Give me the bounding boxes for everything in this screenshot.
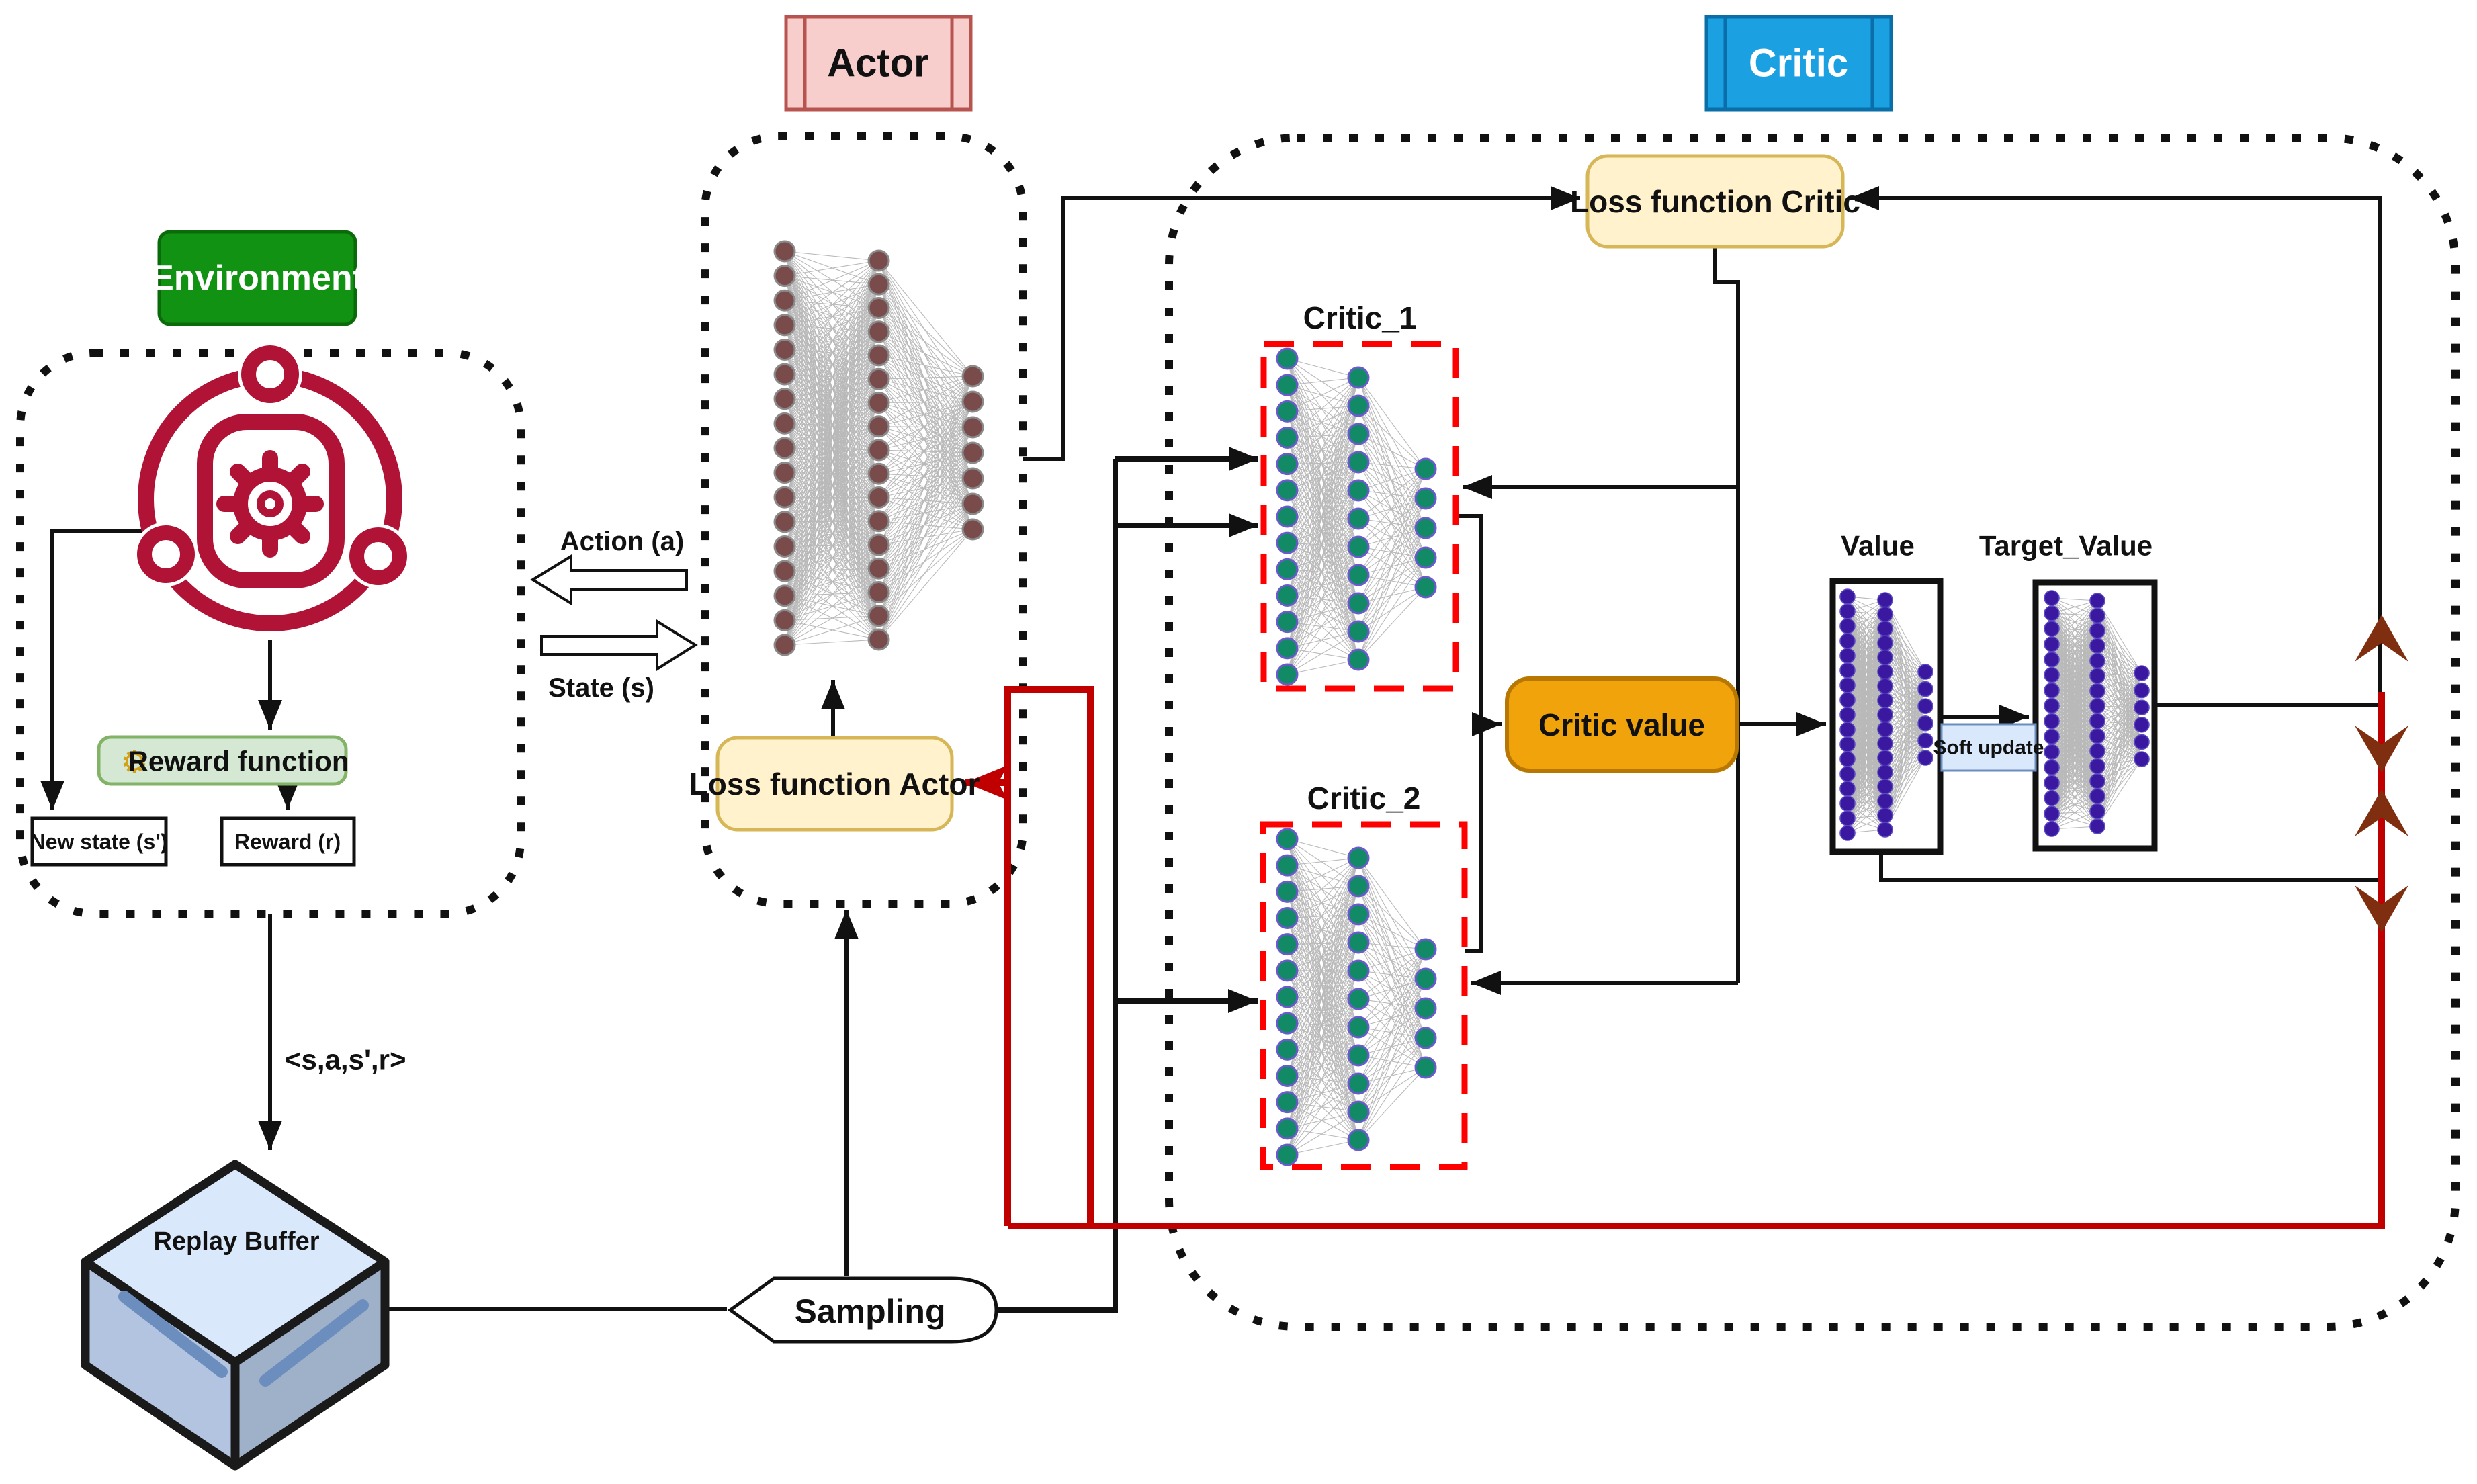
reward-function-box: ⚙ Reward function	[97, 735, 349, 786]
critic2-network	[1276, 828, 1437, 1166]
critic-value-box: Critic value	[1505, 676, 1739, 773]
replay-cube-slash-right	[259, 1299, 369, 1387]
critic-title: Critic	[1749, 42, 1848, 85]
replay-buffer-label: Replay Buffer	[153, 1227, 319, 1256]
environment-gear-orbit-icon	[134, 342, 410, 631]
loss-function-critic-box: Loss function Critic	[1570, 154, 1860, 249]
brown-arrow-down-1	[2355, 726, 2408, 773]
state-label: State (s)	[548, 673, 654, 703]
state-arrow	[540, 619, 698, 672]
target-value-network	[2044, 590, 2150, 837]
environment-title: Environment	[150, 259, 364, 298]
critic1-frame	[1260, 341, 1459, 692]
critic1-network	[1276, 347, 1437, 686]
value-label: Value	[1841, 530, 1915, 562]
line-sampling-to-critics	[996, 459, 1118, 1313]
replay-cube-slash-left	[118, 1291, 228, 1378]
line-critic-outputs	[1456, 514, 1483, 953]
red-feedback-bottom	[1008, 692, 2385, 1229]
critic-value-label: Critic value	[1538, 707, 1705, 742]
actor-header: Actor	[784, 15, 973, 112]
soft-update-label: Soft update	[1933, 737, 2044, 759]
reward-box: Reward (r)	[220, 816, 356, 867]
connectors-black	[40, 186, 2382, 1313]
reward-label: Reward (r)	[234, 830, 341, 854]
arrow-target-to-loss-critic	[1850, 186, 2382, 707]
brown-arrow-up-2	[2355, 789, 2408, 836]
action-label: Action (a)	[560, 527, 684, 556]
sampling-shape: Sampling	[727, 1276, 998, 1344]
critic1-label: Critic_1	[1303, 300, 1417, 335]
critic2-frame	[1260, 821, 1468, 1170]
sampling-label: Sampling	[794, 1293, 945, 1330]
actor-network	[773, 240, 984, 656]
action-arrow	[530, 554, 688, 606]
new-state-box: New state (s')	[30, 816, 168, 867]
reward-gear-icon: ⚙	[120, 744, 148, 779]
brown-arrow-up-1	[2355, 615, 2408, 662]
critic-container	[1165, 134, 2460, 1331]
actor-container	[701, 132, 1027, 908]
action-state-signals: Action (a) State (s)	[530, 527, 698, 703]
reward-function-label: Reward function	[128, 746, 349, 777]
replay-buffer: Replay Buffer	[81, 1160, 390, 1471]
loss-function-actor-box: Loss function Actor	[689, 736, 980, 832]
new-state-label: New state (s')	[30, 830, 168, 854]
critic-header: Critic	[1704, 15, 1893, 112]
transition-label: <s,a,s',r>	[285, 1044, 406, 1076]
line-loss-critic-down	[1713, 247, 1740, 983]
actor-title: Actor	[827, 42, 928, 85]
arrow-icon-to-new-state	[40, 529, 142, 810]
loss-function-critic-label: Loss function Critic	[1570, 184, 1860, 219]
gear-icon	[216, 450, 324, 558]
brown-arrow-down-2	[2355, 885, 2408, 932]
line-value-bottom-to-rail	[1879, 852, 2380, 882]
target-value-label: Target_Value	[1979, 530, 2153, 562]
loss-function-actor-label: Loss function Actor	[689, 767, 980, 801]
arrow-actor-to-loss-critic	[1023, 186, 1580, 461]
orbit-nodes	[134, 342, 410, 588]
red-feedback-rails	[1004, 686, 1094, 1226]
connectors-red	[965, 615, 2408, 1229]
gradient-flow-arrows	[2355, 615, 2408, 932]
critic2-label: Critic_2	[1307, 781, 1421, 816]
value-network	[1839, 588, 1933, 841]
soft-update-box: Soft update	[1933, 723, 2044, 772]
environment-header: Environment	[150, 230, 364, 326]
